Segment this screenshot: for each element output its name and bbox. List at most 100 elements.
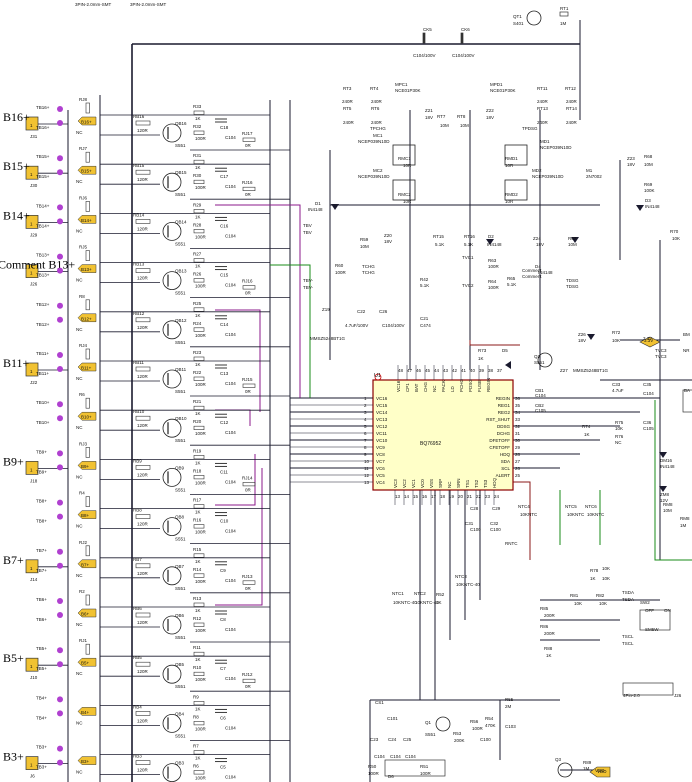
rj-value: 0R [245, 684, 252, 689]
component-label: NTC3 [455, 574, 467, 579]
r-value: 1K [195, 460, 201, 465]
rail-resistor-ref: RJ1 [79, 638, 87, 643]
transistor-ref: QB3 [175, 761, 185, 766]
component-label: NTC6 [585, 504, 597, 509]
r-resistor [193, 701, 205, 706]
ic-bottom-pin: NC [447, 481, 452, 488]
r-ref: R23 [193, 350, 202, 355]
component-label: 1K [436, 600, 442, 605]
component-label: IN4148 [660, 464, 675, 469]
mosfet-label: MPC1 [395, 82, 408, 87]
connector-pin-num: 1 [30, 221, 33, 226]
component-label: C21 [420, 316, 429, 321]
component-label: ON [664, 608, 671, 613]
nc-label: NC [76, 671, 83, 676]
test-point [57, 120, 63, 126]
r-lower-resistor [193, 721, 205, 726]
mosfet-label: MD2 [532, 168, 542, 173]
ic-right-pin: REGIN [496, 396, 510, 401]
rj-value: 0R [245, 143, 252, 148]
component-label: RM8 [663, 502, 673, 507]
rail-resistor [85, 496, 90, 507]
r-lower-value: 100R [195, 136, 207, 141]
rail-resistor-ref: R4 [79, 491, 85, 496]
connector-pin-num: 1 [30, 172, 33, 177]
net-tag: B3+NC [76, 756, 97, 775]
rt-label: RT13 [537, 106, 548, 111]
component-label: C103 [505, 724, 516, 729]
component-label: 1K [478, 356, 484, 361]
rb-ref: RB6 [133, 606, 142, 611]
component-label: C35 [643, 382, 652, 387]
nc-label: NC [76, 327, 83, 332]
ic-top-pin-num: 40 [470, 368, 476, 373]
r-ref: R21 [193, 399, 202, 404]
transistor-part: S551 [175, 635, 186, 640]
ic-top-pin-num: 42 [452, 368, 458, 373]
r-ref: R15 [193, 547, 202, 552]
transistor-label: S401 [513, 21, 524, 26]
rj-value: 0R [245, 389, 252, 394]
component-label: 100R [472, 726, 484, 731]
connector-box [25, 756, 39, 770]
ic-top-pin-num: 37 [497, 368, 503, 373]
ic-top-pin: PACK [441, 380, 446, 392]
rb-value: 120R [137, 325, 149, 330]
component-label: R88 [544, 646, 553, 651]
ic-top-pin-num: 45 [425, 368, 431, 373]
test-point [57, 745, 63, 752]
ic-right-pin-num: 33 [515, 417, 521, 422]
cap-ref: C11 [220, 469, 228, 474]
connector-pin-num: 1 [30, 467, 33, 472]
r-lower-ref: R16 [193, 518, 202, 523]
connector-ref: J29 [30, 232, 38, 237]
transistor-ref: QB13 [175, 269, 187, 274]
ic-top-pin: CP1 [405, 383, 410, 392]
connector-label: B5+ [3, 651, 24, 665]
r-resistor [193, 651, 205, 657]
rj-ref: RJ12 [242, 672, 253, 677]
balance-transistor [162, 172, 182, 192]
connector-box [25, 657, 39, 672]
ic-top-pin: FUSE [477, 380, 482, 392]
component-label: M1 [586, 168, 593, 173]
cap-ref: C9 [220, 568, 226, 573]
balance-channel: RB3120RR71KR6100RC5C104QB3S551 [100, 744, 270, 782]
r-resistor [193, 356, 205, 361]
cap-ref: C16 [220, 223, 229, 228]
component-label: 10M [440, 123, 449, 128]
component-label: Z27 [560, 368, 568, 373]
transistor-ref: QB8 [175, 515, 185, 520]
ic-right-pin: SDA [501, 459, 510, 464]
component-label: TCHG [362, 270, 375, 275]
rj-resistor [242, 137, 256, 142]
colored-wires [215, 204, 692, 606]
r-value: 1K [195, 313, 201, 318]
r-value: 1K [195, 411, 201, 416]
component-label: Comment [522, 274, 542, 279]
mosfet-res-label: RMC2 [398, 192, 411, 197]
net-tag: B9+NC [76, 461, 97, 479]
ic-left-pin: VC12 [376, 424, 388, 429]
r-ref: R33 [193, 104, 202, 109]
rj-ref: RJ15 [242, 377, 253, 382]
rb-resistor [135, 169, 151, 175]
r-ref: R25 [193, 301, 202, 306]
component-label: S551 [425, 732, 436, 737]
tp-label: TB3+ [36, 765, 47, 770]
mosfet-res-label: 10R [403, 163, 412, 168]
component-label: Z21 [425, 108, 433, 113]
balance-channel: RB13120RR271KR26100RC15C104QB13S551RJ160… [100, 252, 290, 299]
rj-ref: RJ14 [242, 475, 253, 480]
rt-label: RT3 [343, 86, 352, 91]
rj-value: 0R [245, 586, 252, 591]
transistor-ref: QB10 [175, 416, 187, 421]
rb-ref: RB14 [133, 212, 145, 217]
net-tag-label: B13+ [81, 267, 92, 272]
ic-right-pin-num: 29 [515, 445, 521, 450]
r-lower-ref: R26 [193, 272, 202, 277]
connector-pin-num: 1 [30, 763, 33, 768]
rj-resistor [242, 482, 256, 487]
